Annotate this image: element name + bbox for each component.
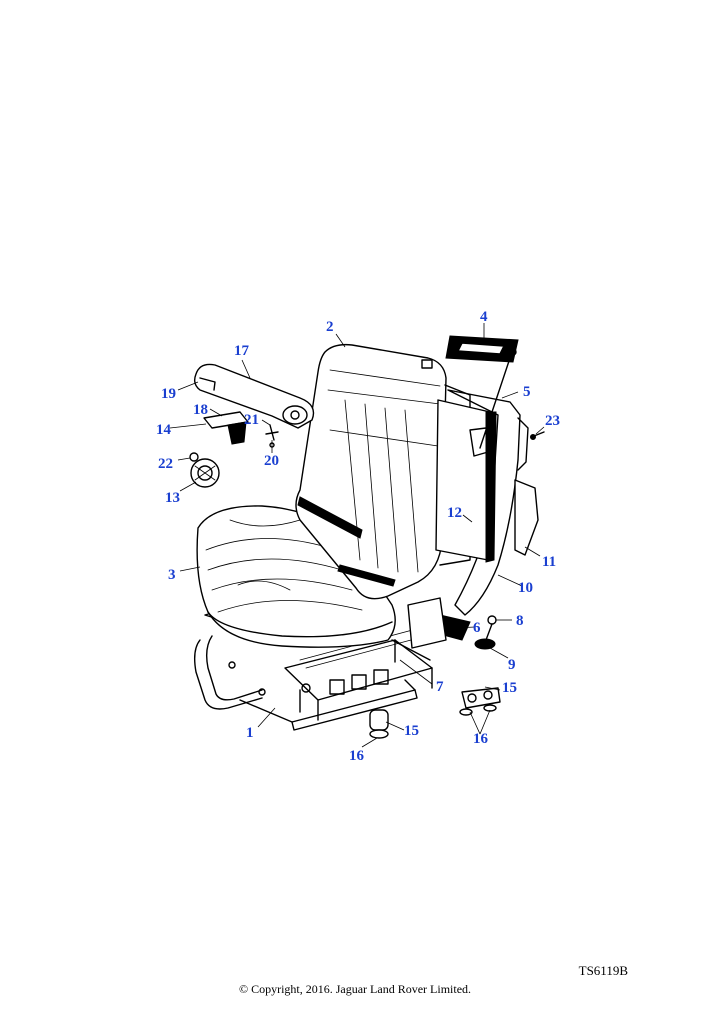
callout-15b: 15 [404, 723, 419, 739]
adjuster-knob [189, 452, 220, 488]
head-restraint-plate [445, 335, 519, 363]
callout-7: 7 [436, 679, 444, 695]
callout-20: 20 [264, 453, 279, 469]
callout-2: 2 [326, 319, 334, 335]
callout-8: 8 [516, 613, 524, 629]
callout-16b: 16 [473, 731, 489, 747]
leader-lines [169, 323, 545, 748]
callout-22: 22 [158, 456, 173, 472]
seat-base-frame [193, 606, 433, 731]
screw [530, 431, 545, 440]
callout-labels: 1 2 3 4 5 6 7 8 9 10 11 12 13 14 15 15 1… [156, 309, 560, 764]
seat-back-shell [435, 384, 539, 616]
armrest [193, 363, 315, 429]
callout-5: 5 [523, 384, 531, 400]
callout-21: 21 [244, 412, 259, 428]
buffer-foot-right [459, 687, 501, 716]
callout-17: 17 [234, 343, 250, 359]
callout-18: 18 [193, 402, 208, 418]
seat-back [295, 343, 447, 600]
recliner-mechanism [391, 597, 471, 661]
armrest-bracket [203, 411, 279, 448]
callout-4: 4 [480, 309, 488, 325]
callout-1: 1 [246, 725, 254, 741]
callout-3: 3 [168, 567, 176, 583]
callout-13: 13 [165, 490, 180, 506]
copyright-notice: © Copyright, 2016. Jaguar Land Rover Lim… [238, 982, 472, 996]
callout-16a: 16 [349, 748, 365, 764]
callout-19: 19 [161, 386, 176, 402]
callout-9: 9 [508, 657, 516, 673]
callout-14: 14 [156, 422, 172, 438]
callout-10: 10 [518, 580, 533, 596]
buffer-foot-left [369, 709, 389, 739]
callout-11: 11 [542, 554, 556, 570]
support-rod [469, 348, 517, 457]
callout-15a: 15 [502, 680, 517, 696]
callout-6: 6 [473, 620, 481, 636]
callout-12: 12 [447, 505, 462, 521]
reference-code: TS6119B [578, 963, 628, 978]
callout-23: 23 [545, 413, 560, 429]
